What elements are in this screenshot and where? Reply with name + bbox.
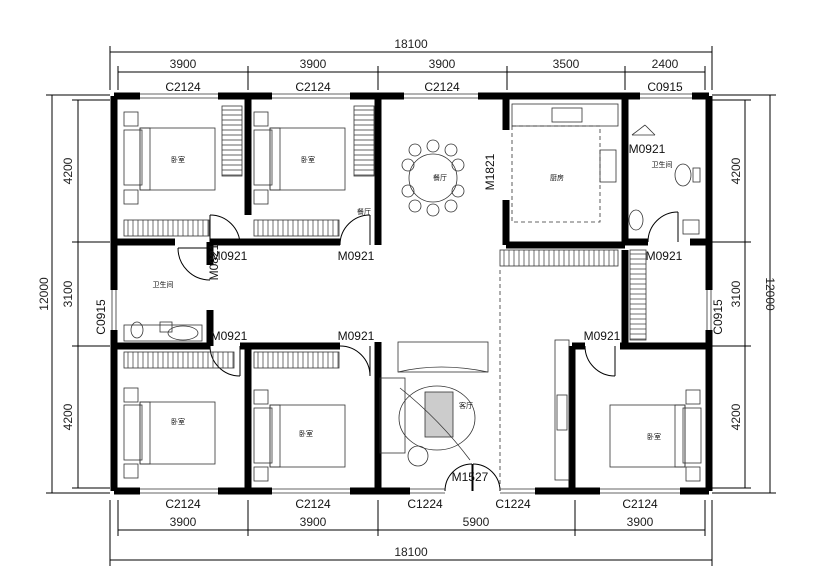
door-label: M1527 — [452, 470, 489, 484]
window-label: C2124 — [165, 497, 201, 511]
dim-top-seg: 3900 — [170, 57, 197, 71]
room-label: 卧室 — [299, 429, 313, 438]
window-label: C2124 — [295, 497, 331, 511]
room-label: 餐厅 — [357, 207, 371, 216]
dim-top-seg: 2400 — [652, 57, 679, 71]
dim-left-total: 12000 — [37, 277, 51, 311]
door-label: M0921 — [646, 249, 683, 263]
window-label: C0915 — [647, 80, 683, 94]
dim-left-seg: 3100 — [61, 280, 75, 307]
room-label: 厨房 — [550, 173, 564, 182]
dim-right-seg: 4200 — [729, 157, 743, 184]
dim-top-seg: 3500 — [553, 57, 580, 71]
dim-bottom-seg: 3900 — [627, 515, 654, 529]
door-label: M0921 — [338, 249, 375, 263]
wardrobe-hatch — [127, 109, 646, 368]
bath-fixtures — [123, 124, 701, 342]
room-label: 餐厅 — [433, 173, 447, 182]
window-label: C2124 — [622, 497, 658, 511]
window-label: C1224 — [495, 497, 531, 511]
beds — [123, 111, 702, 482]
dim-bottom-seg: 3900 — [170, 515, 197, 529]
door-label: M0921 — [629, 142, 666, 156]
dim-left-seg: 4200 — [61, 157, 75, 184]
room-label: 卧室 — [647, 432, 661, 441]
dim-right-seg: 3100 — [729, 280, 743, 307]
dim-left-seg: 4200 — [61, 403, 75, 430]
door-swings — [177, 211, 679, 492]
dimension-lines — [46, 46, 776, 566]
dim-top-seg: 3900 — [300, 57, 327, 71]
door-label: M0821 — [207, 243, 221, 280]
window-label: C0915 — [711, 299, 725, 335]
window-label: C0915 — [94, 299, 108, 335]
dim-right-seg: 4200 — [729, 403, 743, 430]
window-label: C2124 — [424, 80, 460, 94]
kitchen-fixtures — [511, 103, 619, 223]
room-label: 客厅 — [459, 401, 473, 410]
dim-bottom-seg: 5900 — [463, 515, 490, 529]
window-label: C2124 — [165, 80, 201, 94]
room-label: 卫生间 — [153, 280, 174, 289]
door-label: M0921 — [211, 249, 248, 263]
opening-labels: C2124 C2124 C2124 C0915 C2124 C2124 C212… — [94, 80, 725, 511]
living-furniture — [379, 270, 570, 490]
dim-bottom-seg: 3900 — [300, 515, 327, 529]
dimension-labels: 18100 3900 3900 3900 3500 2400 3900 3900… — [37, 37, 777, 559]
dim-right-total: 12000 — [763, 277, 777, 311]
dim-top-seg: 3900 — [429, 57, 456, 71]
room-label: 卧室 — [171, 417, 185, 426]
room-label: 卧室 — [301, 155, 315, 164]
dim-bottom-total: 18100 — [394, 545, 428, 559]
dim-top-total: 18100 — [394, 37, 428, 51]
room-label: 卧室 — [171, 155, 185, 164]
door-label: M0921 — [338, 329, 375, 343]
room-label: 卫生间 — [652, 160, 673, 169]
walls — [110, 92, 713, 495]
door-label: M0921 — [584, 329, 621, 343]
window-label: C2124 — [295, 80, 331, 94]
door-label: M0921 — [211, 329, 248, 343]
window-label: C1224 — [407, 497, 443, 511]
room-labels: 卧室 卧室 卧室 卧室 卧室 餐厅 餐厅 厨房 卫生间 卫生间 客厅 — [153, 155, 673, 441]
dining-table — [401, 139, 465, 217]
door-label: M1821 — [483, 153, 497, 190]
